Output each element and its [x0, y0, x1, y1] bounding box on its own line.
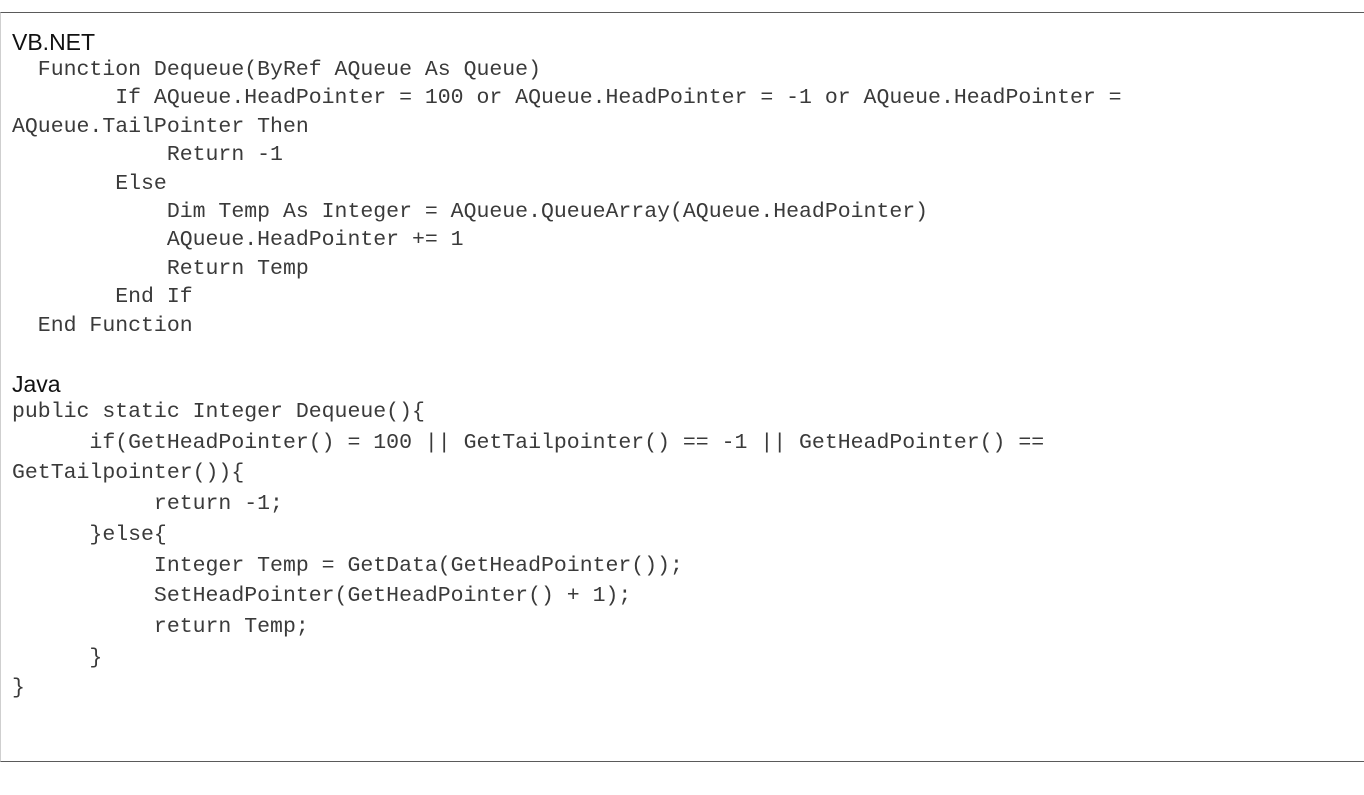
code-line: Integer Temp = GetData(GetHeadPointer())…	[12, 553, 683, 578]
code-line: AQueue.HeadPointer += 1	[12, 228, 464, 253]
code-line: End Function	[12, 313, 193, 338]
code-line: GetTailpointer()){	[12, 461, 245, 486]
code-line: If AQueue.HeadPointer = 100 or AQueue.He…	[12, 86, 1122, 111]
code-line: Return -1	[12, 143, 283, 168]
code-line: Else	[12, 171, 167, 196]
code-line: Dim Temp As Integer = AQueue.QueueArray(…	[12, 200, 929, 225]
java-code-block: public static Integer Dequeue(){ if(GetH…	[12, 397, 1044, 704]
code-line: }	[12, 645, 103, 670]
code-line: }else{	[12, 522, 167, 547]
vbnet-heading: VB.NET	[12, 29, 96, 55]
code-line: return Temp;	[12, 614, 309, 639]
code-line: SetHeadPointer(GetHeadPointer() + 1);	[12, 584, 632, 609]
java-heading: Java	[12, 371, 61, 397]
code-line: }	[12, 676, 25, 701]
code-listing-panel: VB.NET Function Dequeue(ByRef AQueue As …	[0, 12, 1364, 762]
code-line: Return Temp	[12, 256, 309, 281]
code-line: Function Dequeue(ByRef AQueue As Queue)	[12, 58, 541, 82]
vbnet-code-block: Function Dequeue(ByRef AQueue As Queue) …	[12, 56, 1122, 340]
code-line: AQueue.TailPointer Then	[12, 114, 309, 139]
code-line: if(GetHeadPointer() = 100 || GetTailpoin…	[12, 430, 1045, 455]
code-line: End If	[12, 285, 193, 310]
code-line: public static Integer Dequeue(){	[12, 400, 425, 424]
code-line: return -1;	[12, 492, 283, 517]
